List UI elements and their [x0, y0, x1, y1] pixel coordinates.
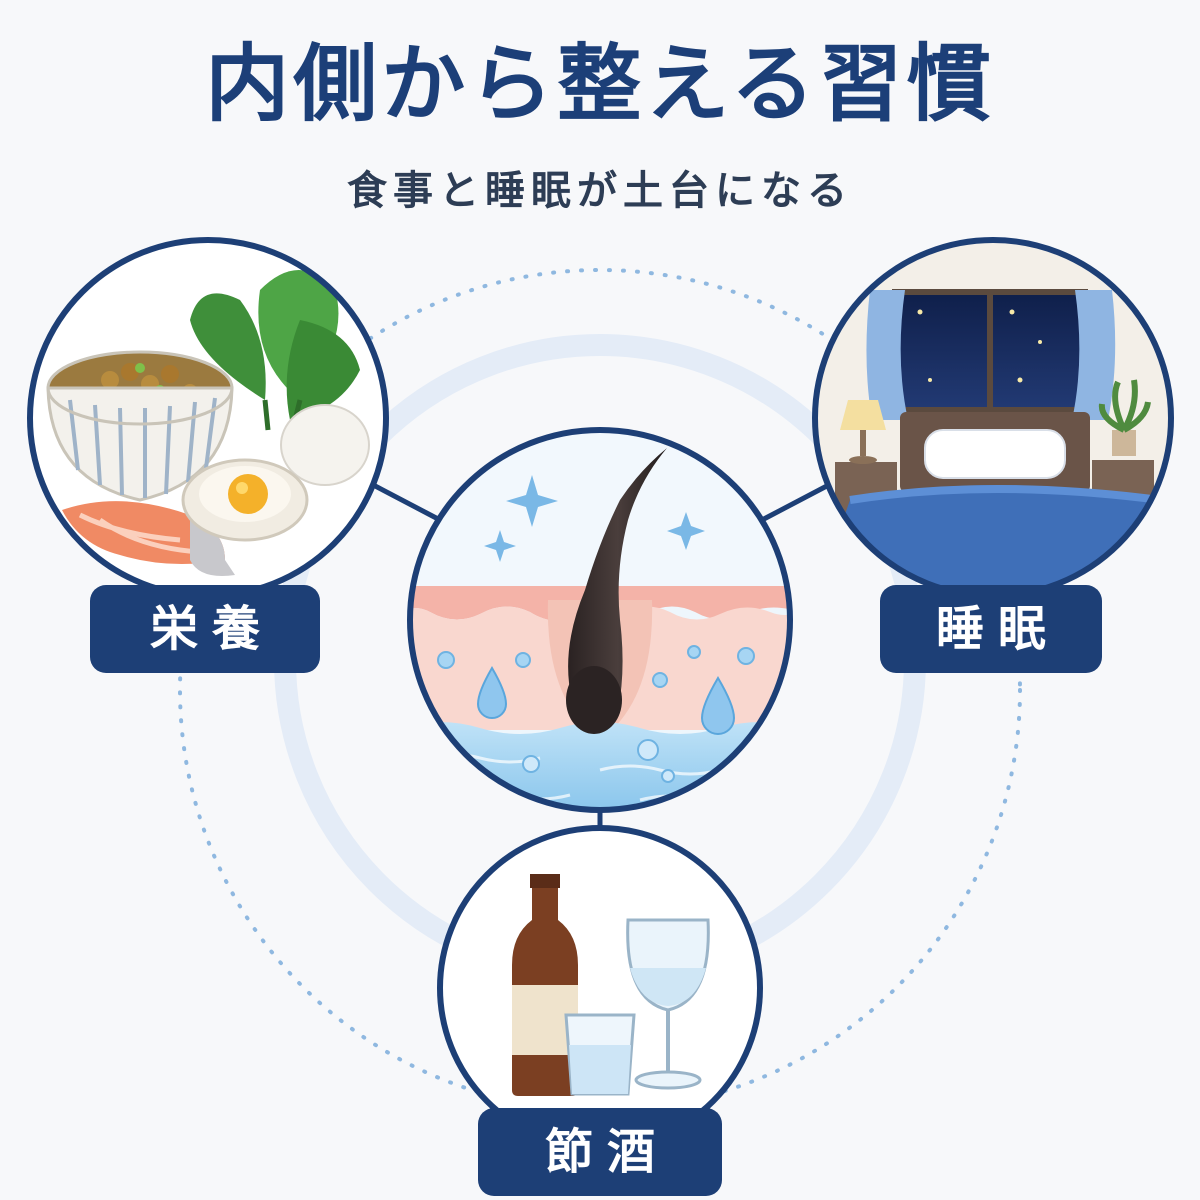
sleep-label: 睡眠	[880, 585, 1102, 673]
page-subtitle: 食事と睡眠が土台になる	[347, 168, 853, 214]
hair-follicle-illustration	[410, 430, 790, 810]
drinking-illustration	[440, 828, 760, 1148]
drinking-label: 節酒	[478, 1108, 722, 1196]
center-circle-border	[407, 427, 793, 813]
nutrition-label: 栄養	[90, 585, 320, 673]
page-title: 内側から整える習慣	[205, 35, 995, 133]
nutrition-illustration	[30, 240, 386, 596]
